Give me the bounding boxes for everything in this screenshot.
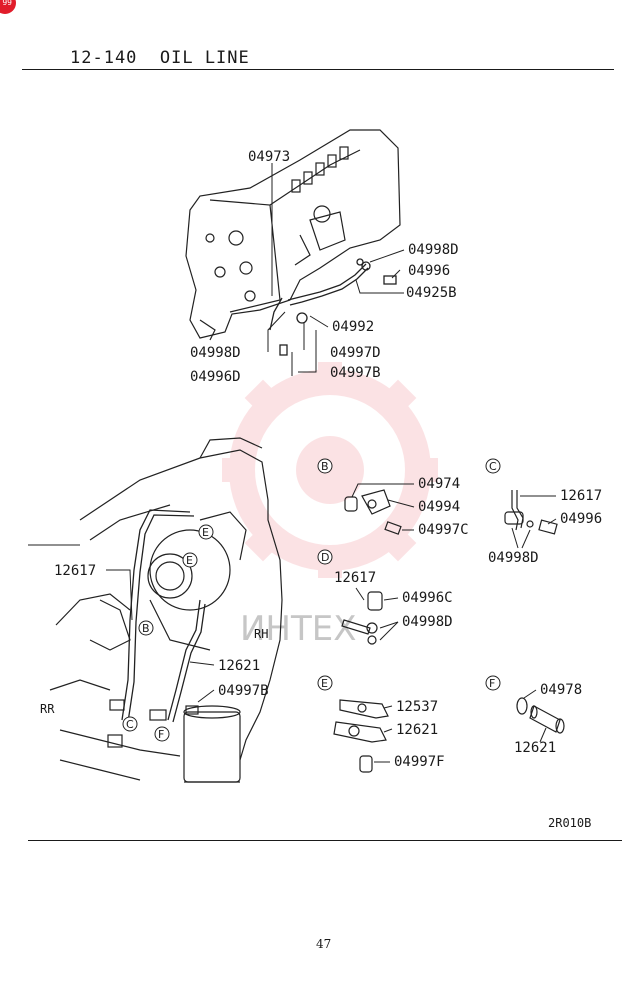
page-badge: 99 [0,0,16,14]
detail-c: C 12617 04996 04998D [485,458,602,566]
callout-d: E [202,526,209,539]
injection-pump-drawing [185,129,401,341]
part-label: 04996D [190,369,241,385]
part-label: 04978 [540,682,582,698]
detail-f: F 04978 12621 [485,675,582,756]
oil-pipe-main [121,509,206,723]
part-label: 04996 [408,263,450,279]
leader-lines-main [28,544,215,703]
oil-pipe-top [269,258,397,356]
part-label: 04997C [418,522,469,538]
callout-f: F [158,728,164,741]
page-number: 47 [316,937,332,951]
part-label: 04994 [418,499,460,515]
detail-f-letter: F [489,677,495,690]
part-label: 04997B [218,683,269,699]
detail-e-letter: E [321,677,328,690]
part-label: 12621 [514,740,556,756]
watermark-text: ИНТЕХ [240,609,357,649]
callout-b: B [142,622,150,635]
part-label: 12617 [54,563,96,579]
detail-b-letter: B [321,460,329,473]
part-label: 04997B [330,365,381,381]
part-label: 04998D [402,614,453,630]
part-label: 04997F [394,754,445,770]
part-label: 12621 [218,658,260,674]
callout-markers: E E B C F [122,524,214,742]
detail-d-letter: D [321,551,329,564]
part-label: 04973 [248,149,290,165]
header-rule [22,69,614,70]
side-label-rr: RR [40,702,55,716]
part-label: 04997D [330,345,381,361]
part-label: 04998D [488,550,539,566]
part-label: 04998D [408,242,459,258]
part-label: 12617 [334,570,376,586]
detail-d: D 12617 04996C 04998D [317,549,453,645]
callout-c: C [126,718,134,731]
detail-e: E 12537 12621 04997F [317,675,445,773]
part-label: 04996C [402,590,453,606]
part-label: 04998D [190,345,241,361]
detail-b: B 04974 04994 04997C [317,458,469,538]
part-label: 04974 [418,476,460,492]
part-label: 04992 [332,319,374,335]
part-label: 04996 [560,511,602,527]
footer-rule [28,840,622,841]
engine-turbo-drawing [49,437,283,783]
part-label: 12621 [396,722,438,738]
figure-ref-code: 2R010B [548,816,592,830]
leader-lines-top [267,163,405,376]
part-label: 04925B [406,285,457,301]
page-title: 12-140 OIL LINE [70,48,250,68]
part-label: 12617 [560,488,602,504]
callout-e: E [186,554,193,567]
side-label-rh: RH [254,627,268,641]
part-label: 12537 [396,699,438,715]
detail-c-letter: C [489,460,497,473]
